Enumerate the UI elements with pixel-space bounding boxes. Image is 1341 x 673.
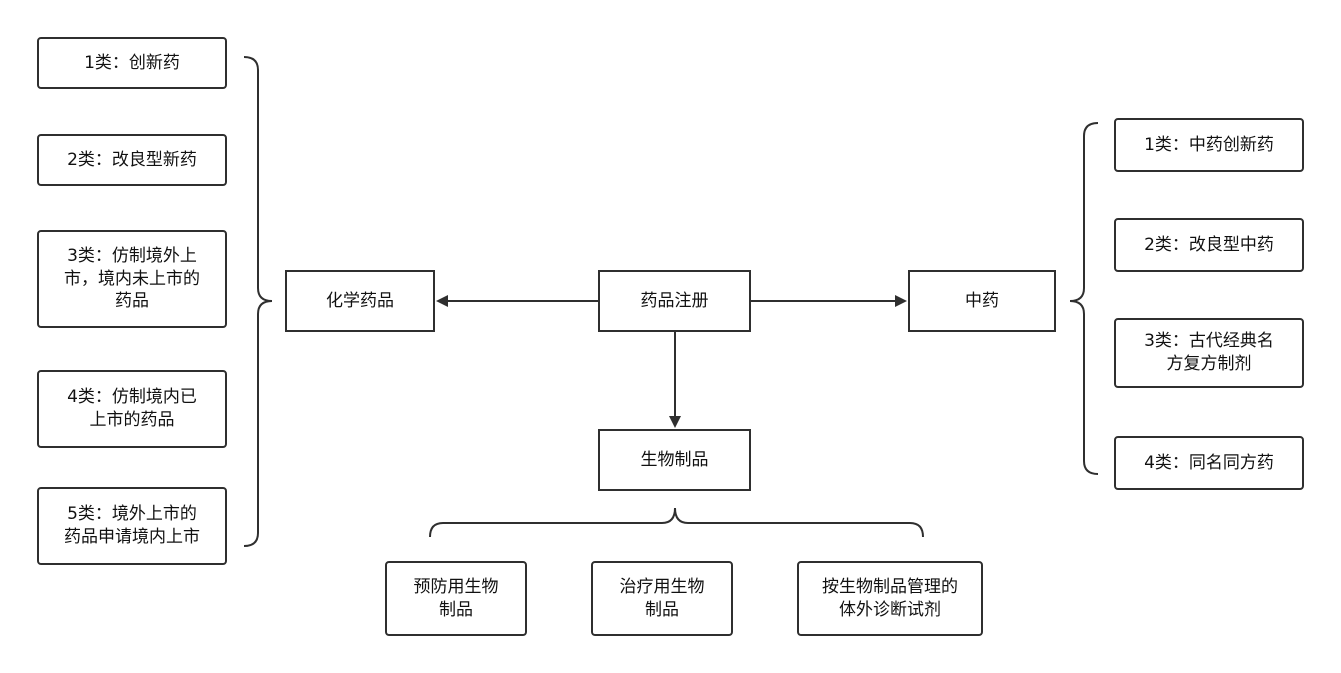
tcm-item: 1类：中药创新药: [1114, 118, 1304, 172]
bio-item: 预防用生物 制品: [385, 561, 527, 636]
bio-item: 按生物制品管理的 体外诊断试剂: [797, 561, 983, 636]
tcm-brace: [1069, 122, 1099, 475]
tcm-item: 4类：同名同方药: [1114, 436, 1304, 490]
bio-brace: [429, 507, 924, 538]
chemical-item: 3类：仿制境外上 市，境内未上市的 药品: [37, 230, 227, 328]
chemical-item: 1类：创新药: [37, 37, 227, 89]
chemical-node: 化学药品: [285, 270, 435, 332]
chemical-item: 4类：仿制境内已 上市的药品: [37, 370, 227, 448]
bio-item: 治疗用生物 制品: [591, 561, 733, 636]
tcm-node: 中药: [908, 270, 1056, 332]
tcm-item: 3类：古代经典名 方复方制剂: [1114, 318, 1304, 388]
chemical-brace: [243, 56, 273, 547]
chemical-item: 2类：改良型新药: [37, 134, 227, 186]
center-node: 药品注册: [598, 270, 751, 332]
tcm-item: 2类：改良型中药: [1114, 218, 1304, 272]
chemical-item: 5类：境外上市的 药品申请境内上市: [37, 487, 227, 565]
bio-node: 生物制品: [598, 429, 751, 491]
